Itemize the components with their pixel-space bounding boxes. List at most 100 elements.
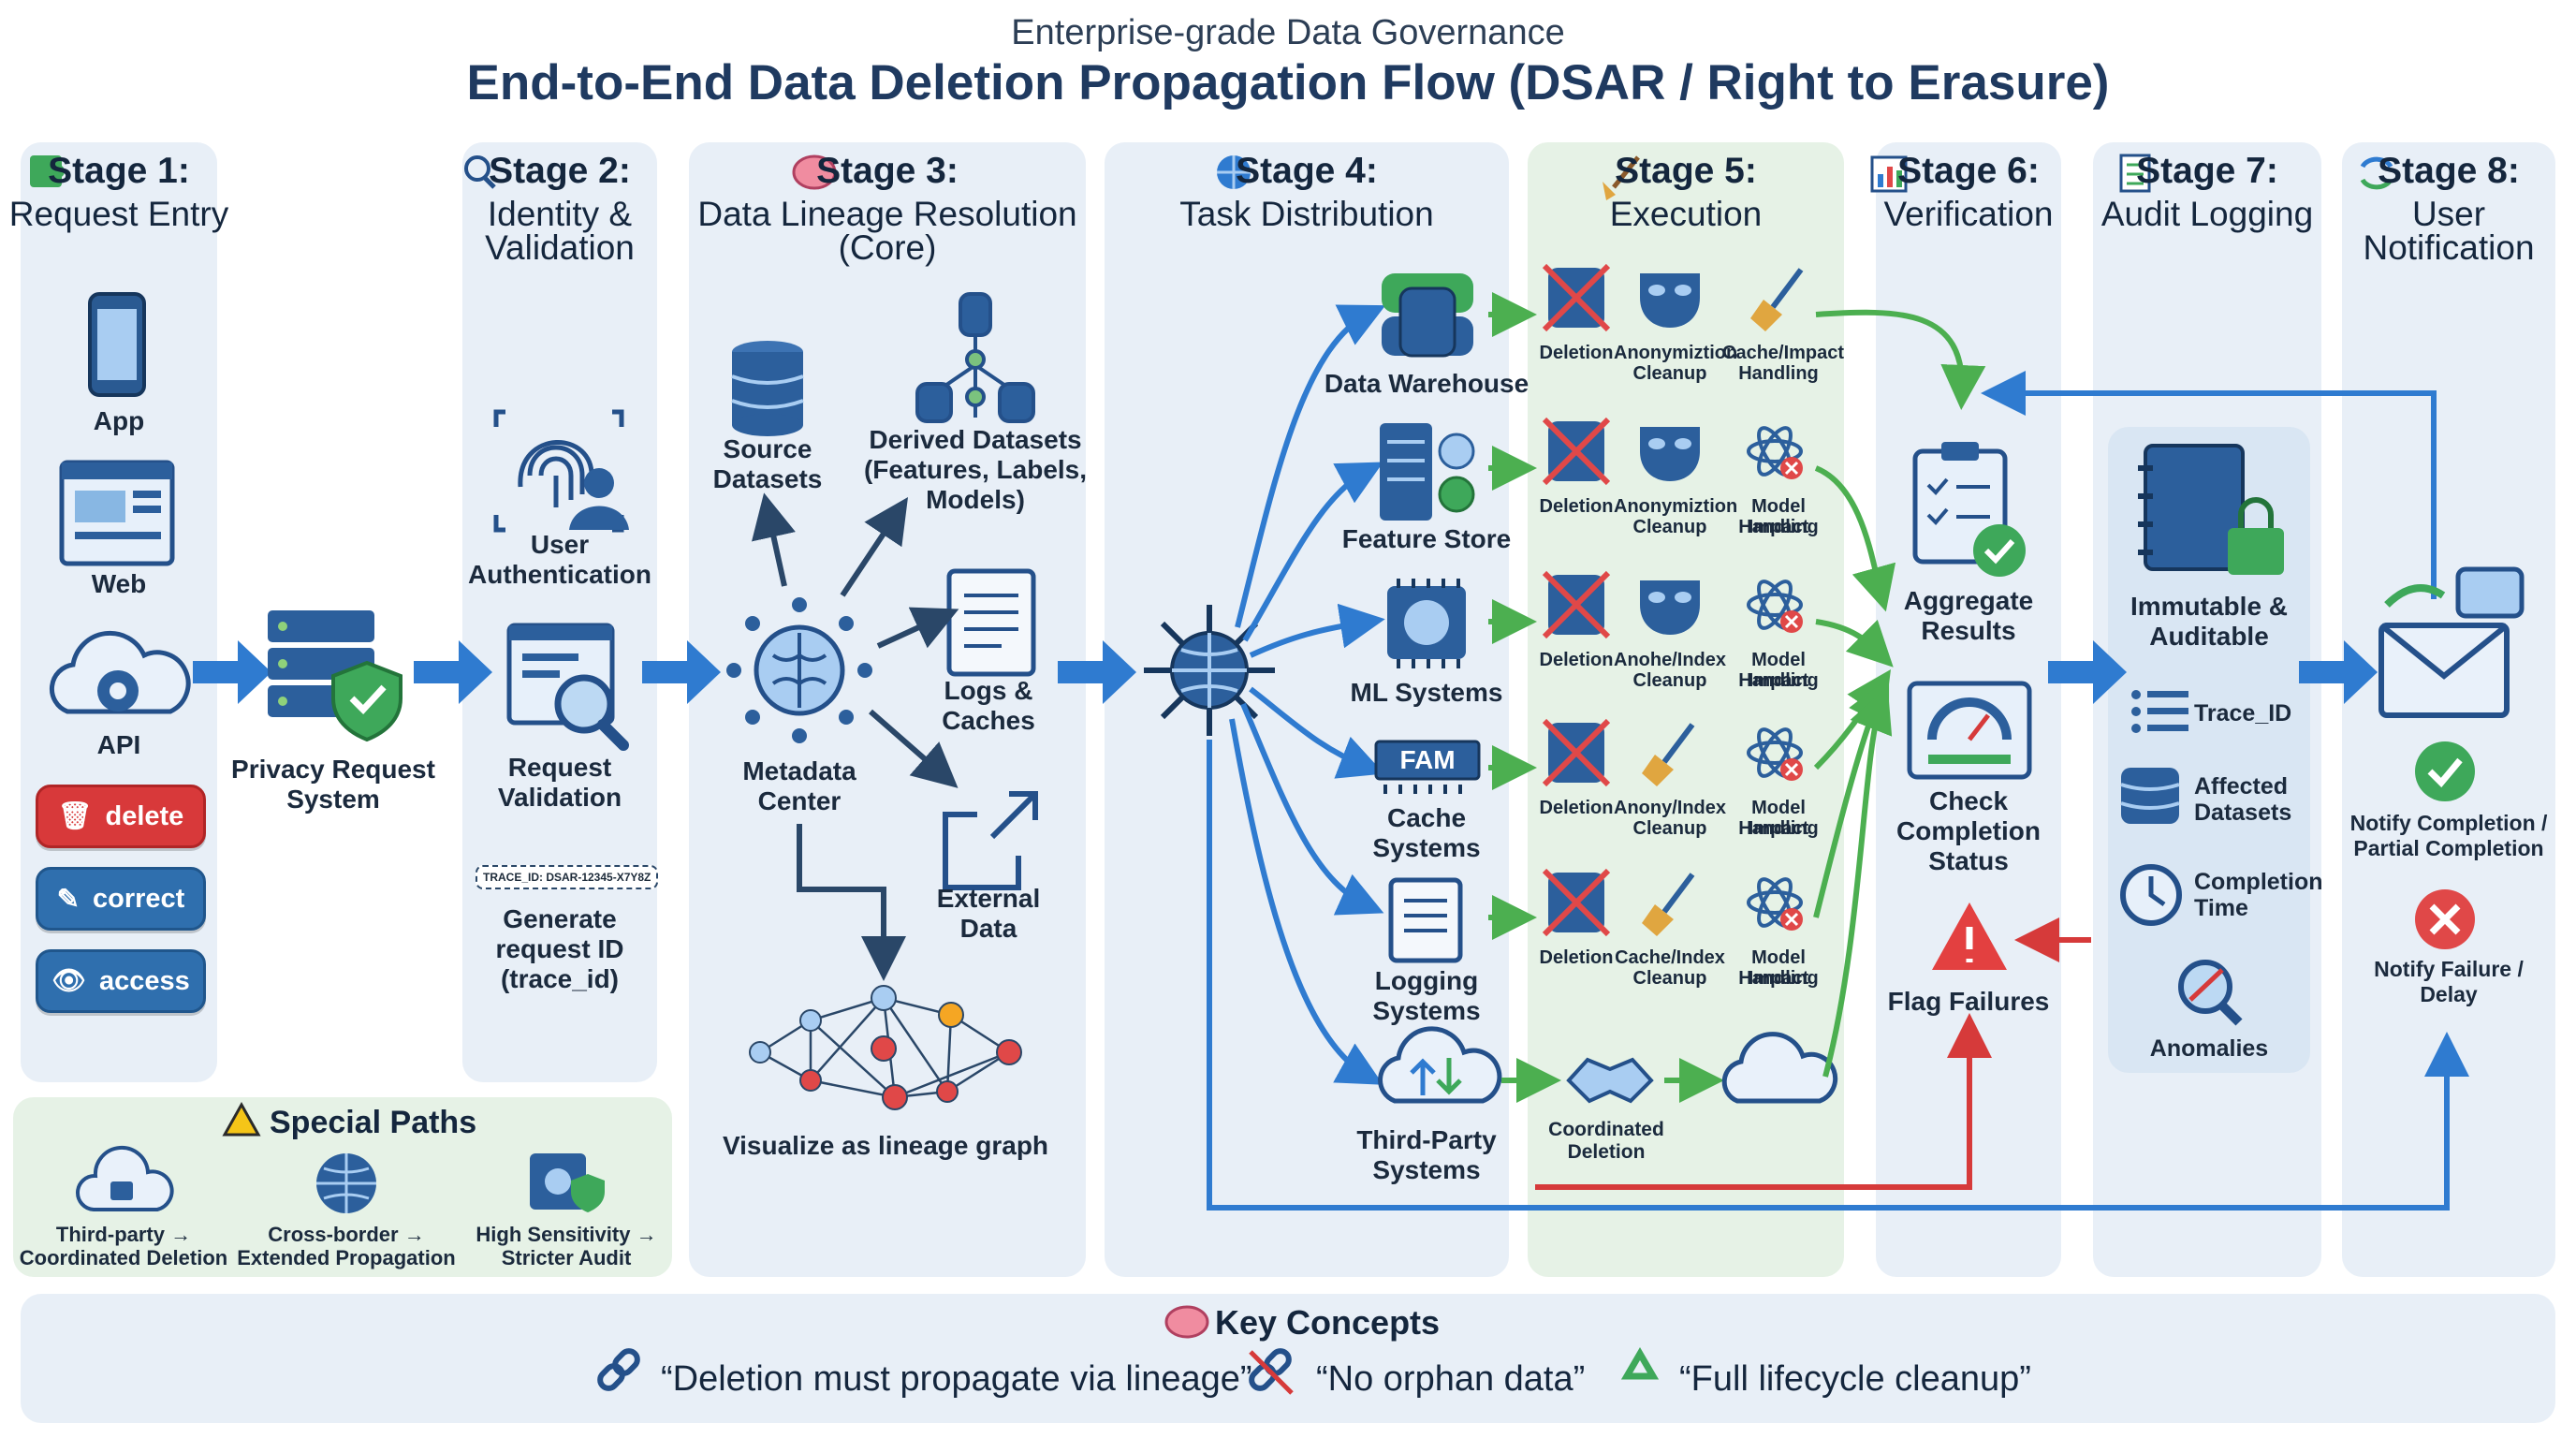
lineage-graph-label: Visualize as lineage graph xyxy=(722,1131,1049,1160)
magnifier-icon xyxy=(464,155,496,189)
deletion-icon xyxy=(1542,263,1611,332)
generate-id-label-3: (trace_id) xyxy=(500,964,620,993)
aggregate-results-label-1: Aggregate xyxy=(1903,586,2034,615)
completion-time-label-1: Completion xyxy=(2194,869,2323,895)
exec-row-4-right-label-1: Model Impact xyxy=(1748,798,1809,839)
third-party-cloud-icon xyxy=(1378,1026,1502,1104)
web-label: Web xyxy=(91,569,147,598)
exec-row-2-right-label-2: Handling xyxy=(1738,517,1819,537)
data-warehouse-icon xyxy=(1382,273,1473,358)
cache-systems-label-2: Systems xyxy=(1372,833,1481,862)
anomalies-label: Anomalies xyxy=(2149,1035,2269,1062)
special-path-2-line1: Cross-border → xyxy=(268,1223,425,1246)
exec-row-3-right-label-1: Model Impact xyxy=(1748,650,1809,691)
broom-cleanup-icon xyxy=(1642,873,1695,936)
special-paths-title: Special Paths xyxy=(270,1105,477,1140)
request-validation-label-2: Validation xyxy=(497,783,622,812)
coordinated-deletion-label-1: Coordinated xyxy=(1548,1119,1664,1140)
stage-2-name-line2: Validation xyxy=(485,228,635,267)
cloud-lock-icon xyxy=(75,1146,174,1211)
model-atom-icon xyxy=(1747,727,1803,781)
user-icon xyxy=(569,468,629,530)
globe-small-icon xyxy=(1217,155,1251,189)
derived-datasets-icon xyxy=(915,292,1035,423)
aggregate-results-label-2: Results xyxy=(1921,616,2016,645)
third-party-label-1: Third-Party xyxy=(1356,1125,1497,1154)
logging-systems-label-2: Systems xyxy=(1372,996,1481,1025)
stage-4-number: Stage 4: xyxy=(1236,151,1378,191)
phone-icon xyxy=(88,292,146,397)
affected-datasets-icon xyxy=(2120,768,2180,824)
distribution-globe-icon xyxy=(1144,605,1275,736)
fingerprint-icon xyxy=(493,409,624,533)
check-completion-label-1: Check xyxy=(1928,786,2009,815)
key-concept-2: “No orphan data” xyxy=(1316,1359,1586,1399)
delete-request-button[interactable]: 🗑delete xyxy=(36,785,206,848)
immutable-label-1: Immutable & xyxy=(2130,592,2289,621)
trace-id-label: Trace_ID xyxy=(2194,700,2292,726)
logging-scroll-icon xyxy=(1388,877,1463,963)
notify-failure-label-2: Delay xyxy=(2420,982,2478,1006)
stage-8-name-line1: User xyxy=(2411,195,2486,233)
user-auth-label-1: User xyxy=(530,530,590,559)
exec-row-4-middle-label-1: Anony/Index xyxy=(1614,798,1727,818)
failure-x-icon xyxy=(2415,889,2475,949)
ledger-icon xyxy=(2119,154,2151,193)
exec-row-5-middle-label-2: Cleanup xyxy=(1632,968,1707,989)
exec-row-5-right-label-1: Model Impact xyxy=(1748,947,1809,989)
exec-row-2-right-label-1: Model Impact xyxy=(1748,496,1809,537)
access-request-button[interactable]: 👁access xyxy=(36,949,206,1013)
exec-row-4-deletion-label: Deletion xyxy=(1539,798,1614,818)
vault-shield-icon xyxy=(530,1153,605,1212)
external-data-label-1: External xyxy=(936,884,1041,913)
correct-request-button[interactable]: ✎ correct xyxy=(36,867,206,931)
warning-icon xyxy=(222,1101,261,1137)
exec-row-1-deletion-label: Deletion xyxy=(1539,343,1614,363)
notify-failure-label-1: Notify Failure / xyxy=(2374,957,2524,981)
key-concepts-title: Key Concepts xyxy=(1215,1303,1441,1342)
stage-5-number: Stage 5: xyxy=(1615,151,1757,191)
privacy-request-label-2: System xyxy=(286,785,380,814)
key-concept-1: “Deletion must propagate via lineage” xyxy=(661,1359,1252,1399)
notify-completion-label-2: Partial Completion xyxy=(2353,836,2544,860)
exec-row-4-middle-label-2: Cleanup xyxy=(1632,818,1707,839)
special-path-1-line2: Coordinated Deletion xyxy=(19,1246,228,1269)
stage-7-number: Stage 7: xyxy=(2136,151,2278,191)
link-icon xyxy=(597,1348,640,1391)
cache-chip-label: FAM xyxy=(1399,745,1456,774)
deletion-icon xyxy=(1542,570,1611,639)
exec-row-3-middle-label-2: Cleanup xyxy=(1632,670,1707,691)
globe-icon xyxy=(316,1153,376,1213)
stage-2-panel xyxy=(462,142,657,1082)
page-title: End-to-End Data Deletion Propagation Flo… xyxy=(466,55,2110,110)
recycle-icon xyxy=(1620,1347,1660,1380)
derived-datasets-label-3: Models) xyxy=(926,485,1025,514)
model-atom-icon xyxy=(1747,426,1803,479)
stage-2-name-line1: Identity & xyxy=(487,195,633,233)
stage-4-name: Task Distribution xyxy=(1179,195,1434,233)
feature-store-icon xyxy=(1380,423,1475,521)
check-completion-label-3: Status xyxy=(1928,846,2009,875)
broken-link-icon xyxy=(1249,1348,1294,1395)
affected-datasets-label-2: Datasets xyxy=(2194,800,2292,826)
correct-label: correct xyxy=(92,883,185,914)
stage-3-name-line1: Data Lineage Resolution xyxy=(697,195,1077,233)
exec-row-3-right-label-2: Handling xyxy=(1738,670,1819,691)
cloud-gear-icon xyxy=(49,630,191,714)
generate-id-label-1: Generate xyxy=(503,904,617,933)
data-warehouse-label: Data Warehouse xyxy=(1324,369,1530,398)
external-data-label-2: Data xyxy=(959,914,1017,943)
stage-1-number: Stage 1: xyxy=(48,151,190,191)
cache-systems-label-1: Cache xyxy=(1386,803,1467,832)
flow-arrows-main xyxy=(193,640,2378,704)
anonymization-mask-icon xyxy=(1640,580,1700,635)
exec-row-1-right-label-1: Cache/Impact xyxy=(1722,343,1845,363)
source-datasets-icon xyxy=(731,341,804,436)
exec-row-5-right-label-2: Handling xyxy=(1738,968,1819,989)
exec-row-3-middle-label-1: Anohe/Index xyxy=(1614,650,1727,670)
special-path-1-line1: Third-party → xyxy=(55,1223,192,1246)
affected-datasets-label-1: Affected xyxy=(2194,773,2289,800)
notify-completion-label-1: Notify Completion / xyxy=(2349,811,2548,835)
pencil-icon: ✎ xyxy=(56,884,80,915)
broom-cleanup-icon xyxy=(1642,723,1695,786)
